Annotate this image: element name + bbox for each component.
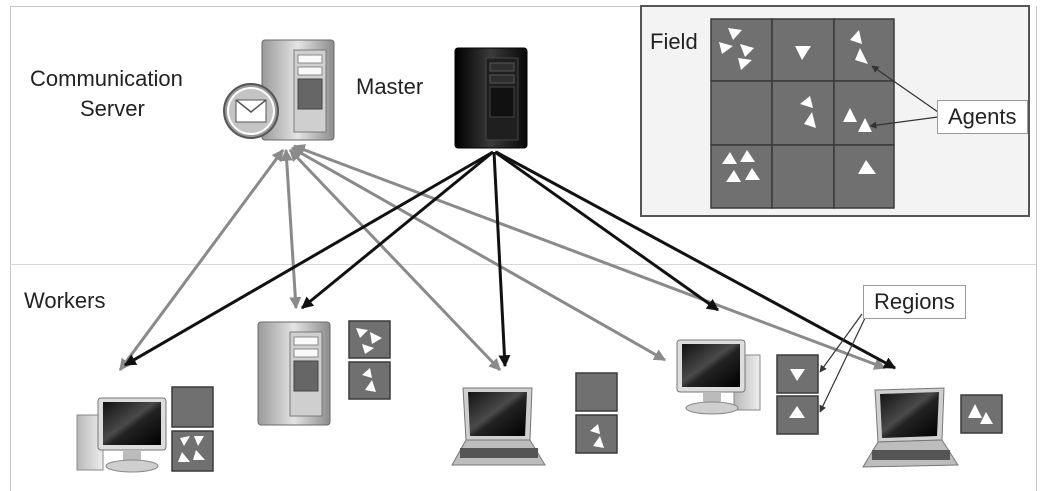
server-black-icon bbox=[454, 47, 528, 149]
region-cell bbox=[771, 80, 835, 146]
worker-laptop-icon-2 bbox=[862, 387, 959, 468]
region-cell bbox=[771, 144, 835, 209]
workers-label: Workers bbox=[24, 288, 106, 313]
comm-link-worker5 bbox=[292, 144, 887, 370]
field-grid bbox=[710, 18, 895, 209]
region-cell bbox=[833, 18, 895, 82]
master-links bbox=[123, 150, 897, 370]
region-box bbox=[348, 361, 391, 400]
region-cell bbox=[710, 144, 773, 209]
agents-callout: Agents bbox=[937, 100, 1028, 134]
regions-pointers bbox=[819, 313, 867, 413]
master-link-worker4 bbox=[494, 150, 719, 312]
worker-regions bbox=[171, 320, 1003, 472]
agents-pointers bbox=[869, 65, 939, 129]
master-label: Master bbox=[356, 74, 424, 99]
region-box bbox=[960, 394, 1003, 434]
region-box bbox=[575, 414, 618, 454]
master-link-worker2 bbox=[301, 150, 494, 310]
communication-links bbox=[118, 144, 887, 372]
comm-link-worker1 bbox=[118, 149, 285, 371]
communication-server-label-line1: Communication bbox=[30, 66, 183, 91]
region-cell bbox=[833, 144, 895, 209]
region-cell bbox=[710, 18, 773, 82]
worker-agents bbox=[178, 328, 993, 462]
worker-desktop-icon-2 bbox=[676, 339, 761, 415]
region-box bbox=[575, 372, 618, 412]
region-cell bbox=[710, 80, 773, 146]
worker-server-icon bbox=[257, 321, 331, 426]
communication-server-label-line2: Server bbox=[80, 96, 145, 121]
server-mail-icon bbox=[223, 39, 335, 141]
worker-desktop-icon-1 bbox=[76, 397, 167, 473]
region-box bbox=[348, 320, 391, 359]
master-link-worker3 bbox=[492, 151, 511, 368]
comm-link-worker4 bbox=[290, 146, 667, 362]
worker-laptop-icon-1 bbox=[451, 387, 546, 466]
master-link-worker1 bbox=[123, 150, 494, 367]
field-agents bbox=[719, 28, 876, 182]
region-box bbox=[171, 430, 214, 472]
master-link-worker5 bbox=[495, 150, 897, 370]
top-border bbox=[10, 6, 640, 7]
region-box bbox=[171, 386, 214, 428]
field-label: Field bbox=[650, 29, 698, 54]
left-border bbox=[10, 6, 11, 491]
regions-callout: Regions bbox=[863, 285, 966, 319]
region-cell bbox=[833, 80, 895, 146]
right-border bbox=[1036, 6, 1037, 491]
comm-link-worker2 bbox=[280, 148, 302, 310]
